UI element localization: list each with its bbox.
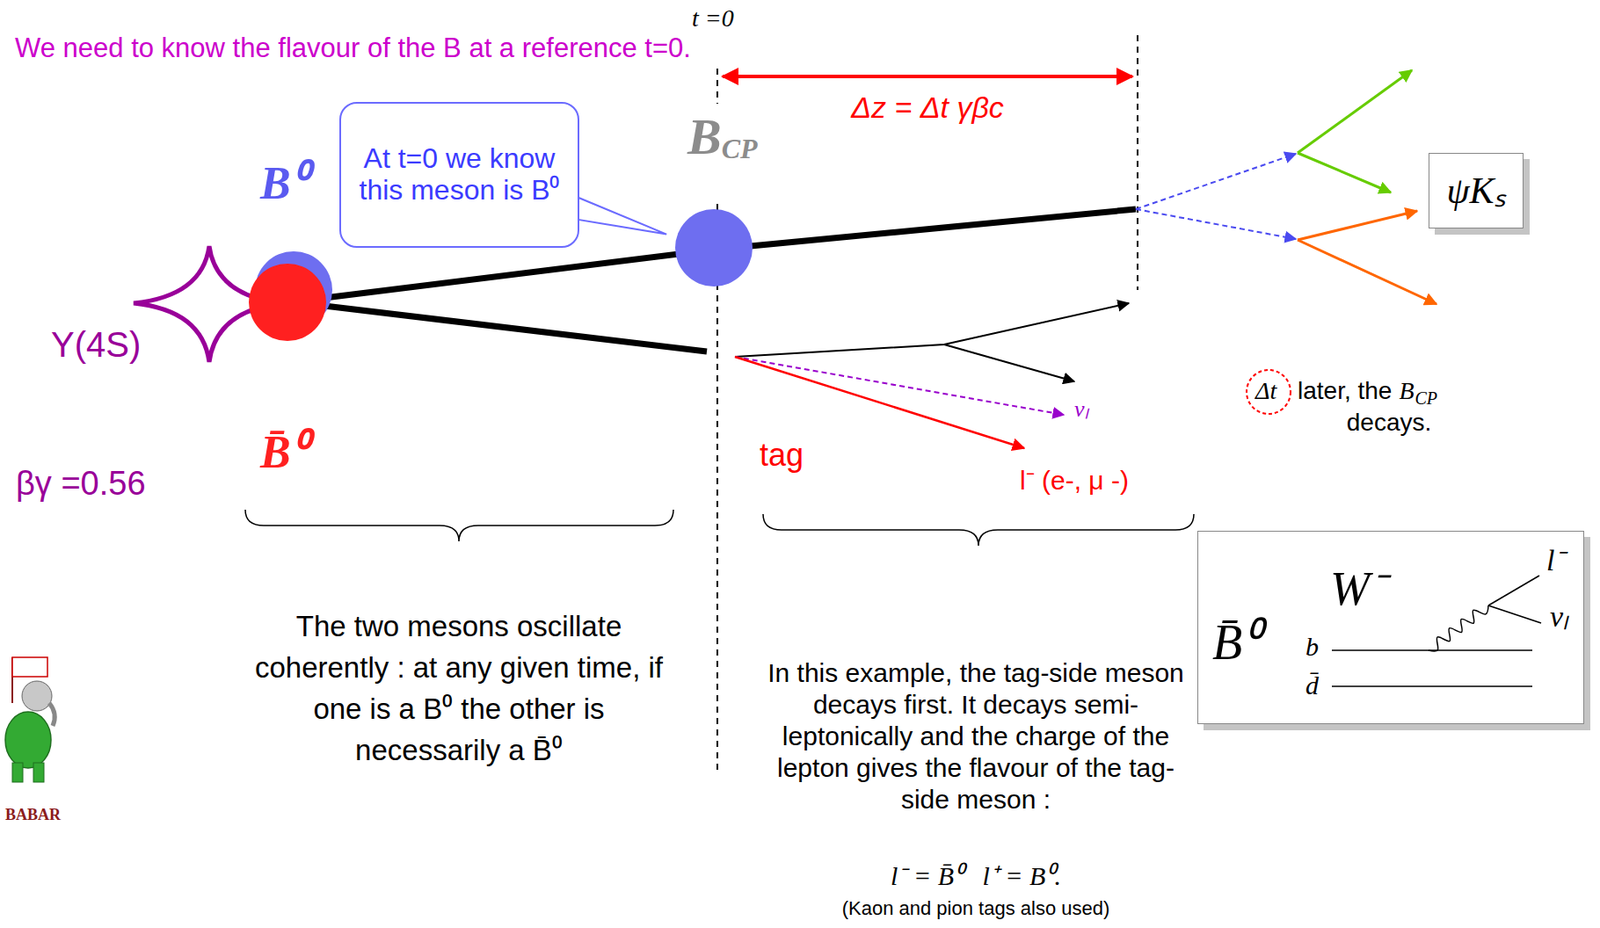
label-slot: Δt [1255,378,1277,406]
text-slot: B̄⁰ [1212,616,1260,671]
meson-symbol: B [1398,378,1414,406]
label-slot: later, the [1297,378,1392,406]
label-slot: CP [1415,388,1439,408]
text-slot: W⁻ [1330,563,1386,616]
highlight-circle [1246,370,1291,415]
tag-label: tag [759,437,804,473]
label-slot: B̄⁰ [260,427,307,478]
decay-line [1135,153,1296,210]
meson-dot [675,209,753,287]
note-text: (Kaon and pion tags also used) [842,898,1111,920]
meson-label: B̄⁰ [260,427,307,478]
label-slot: Υ(4S) [50,325,141,364]
tag-track [944,344,1075,382]
time-label: Δt [1255,378,1277,406]
particle-label: νₗ [1074,397,1089,423]
label-slot: l⁻ (e-, μ -) [1019,465,1129,495]
label-slot: BABAR [5,807,61,825]
logo [5,657,55,783]
meson-circle: BCP [675,209,753,287]
tag-rule: l⁻ = B̄⁰ l⁺ = B⁰. [890,861,1062,891]
final-state-box: ψKₛ [1428,152,1524,229]
lepton-line [1488,575,1540,606]
note-text: later, the [1297,378,1392,406]
label-slot: B [1398,378,1414,406]
tag-track [734,303,1129,357]
label-slot: (Kaon and pion tags also used) [842,898,1111,920]
neutrino-track [734,356,1064,415]
meson-label: B⁰ [260,158,307,209]
label-slot: νₗ [1074,397,1089,423]
meson-track [324,305,707,352]
meson-symbol: B [687,109,722,166]
text-slot: νₗ [1549,600,1569,633]
meson-symbol: B̄⁰ [1212,616,1260,671]
particle-label: l⁻ [1546,544,1564,577]
logo-text: BABAR [5,807,61,825]
text-slot: B [687,109,722,166]
callout-bubble: At t=0 we know this meson is B⁰ [339,101,580,248]
label-slot: l⁻ = B̄⁰ l⁺ = B⁰. [890,861,1062,891]
distance-formula: Δz = Δt γβc [850,91,1004,124]
meson-circle-shape [675,209,753,287]
label-slot: Δz = Δt γβc [850,91,1004,124]
text-slot: ψKₛ [1438,170,1514,211]
note-text: decays. [1346,409,1433,437]
boson-label: W⁻ [1330,563,1386,616]
decay-time-line [1136,35,1139,291]
feynman-box: B̄⁰ b d̄ W⁻ l⁻ νₗ [1197,530,1585,725]
decay-line [1135,209,1296,240]
quark-label: b [1305,632,1319,662]
title: We need to know the flavour of the B at … [14,33,691,64]
label-slot: In this example, the tag-side meson deca… [760,657,1192,816]
time-zero-line [716,68,719,104]
lepton-line [1488,605,1542,624]
callout-text: At t=0 we know this meson is B⁰ [349,143,569,207]
daughter-track [1297,152,1391,193]
resonance-label: Υ(4S) [50,325,141,364]
daughter-track [1297,210,1418,240]
brace [763,514,1194,546]
subscript: CP [1415,388,1439,408]
daughter-track [1297,70,1412,153]
meson-dot [248,263,327,342]
label-slot: tag [759,437,804,473]
particle-label: l⁻ (e-, μ -) [1019,465,1129,495]
particle-label: νₗ [1549,600,1569,633]
subscript: CP [721,133,758,165]
final-state: ψKₛ [1446,170,1506,211]
text-slot: d̄ [1305,670,1319,700]
distance-arrow [722,74,1133,79]
title-slot: We need to know the flavour of the B at … [14,33,691,64]
label-slot: B⁰ [260,158,307,209]
daughter-track [1297,240,1437,305]
quark-line [1331,685,1533,688]
time-label: t =0 [691,5,735,33]
boson-line [1428,605,1489,652]
text-slot: b [1305,632,1319,662]
text-slot: At t=0 we know this meson is B⁰ [349,143,569,207]
brace [245,509,674,542]
text-slot: CP [721,133,758,165]
explanation-text: In this example, the tag-side meson deca… [760,657,1192,816]
boost-label: βγ =0.56 [15,465,146,503]
explanation-text: The two mesons oscillate coherently : at… [239,606,679,771]
quark-label: d̄ [1305,670,1319,700]
lepton-track [734,356,1025,449]
label-slot: βγ =0.56 [15,465,146,503]
time-zero-line [716,203,719,774]
label-slot: decays. [1346,409,1433,437]
label-slot: The two mesons oscillate coherently : at… [239,606,679,771]
text-slot: l⁻ [1546,544,1564,577]
label-slot: t =0 [691,5,735,33]
